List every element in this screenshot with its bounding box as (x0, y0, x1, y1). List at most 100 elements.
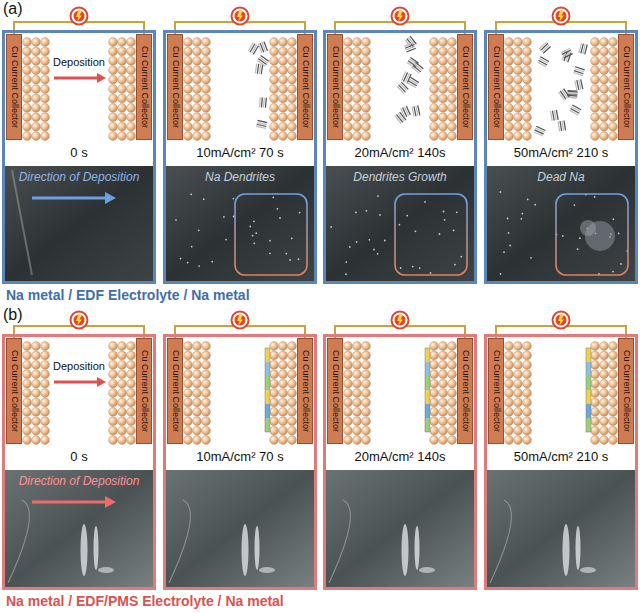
na-atom (109, 47, 118, 56)
na-dendrite (395, 112, 406, 124)
na-atom (270, 436, 279, 445)
battery-core (74, 11, 85, 22)
na-atom (430, 342, 439, 351)
na-atom (127, 351, 136, 360)
na-atom (448, 360, 457, 369)
photo-speckle (175, 219, 177, 221)
na-dendrite (248, 43, 258, 55)
na-atom (591, 103, 600, 112)
photo-speckle (612, 271, 614, 273)
na-atom (127, 66, 136, 75)
dendrite-stroke (404, 43, 413, 47)
na-atom (32, 417, 41, 426)
na-atom (41, 407, 50, 416)
dendrite-stroke (412, 107, 414, 117)
metal-glint (259, 567, 275, 573)
na-atom (353, 398, 362, 407)
time-panel: 10mA/cm² 70 sCu Current CollectorCu Curr… (163, 334, 317, 590)
lightning-bolt (397, 11, 403, 22)
dendrite-stroke (263, 98, 265, 108)
na-atom (109, 379, 118, 388)
na-atom (591, 351, 600, 360)
na-atom (600, 379, 609, 388)
na-atom (193, 113, 202, 122)
na-atom (193, 132, 202, 141)
time-panel: 10mA/cm² 70 sNa DendritesCu Current Coll… (163, 30, 317, 284)
na-atom (362, 370, 371, 379)
na-atom (193, 407, 202, 416)
na-atom (430, 407, 439, 416)
battery-icon (392, 312, 409, 329)
sei-layer (586, 376, 591, 390)
na-atom (523, 38, 532, 47)
na-atom (288, 436, 297, 445)
na-atom (202, 47, 211, 56)
na-atom (118, 351, 127, 360)
na-atom (430, 379, 439, 388)
na-atom (270, 38, 279, 47)
dendrite-stroke (261, 97, 263, 107)
na-atom (448, 85, 457, 94)
current-collector: Cu Current Collector (297, 34, 313, 140)
na-atom (202, 132, 211, 141)
na-atom (202, 417, 211, 426)
na-atom (279, 47, 288, 56)
na-atom (505, 436, 514, 445)
photo-speckle (406, 215, 408, 217)
photo-annotation: Dendrites Growth (328, 170, 472, 185)
collector-label: Cu Current Collector (460, 46, 471, 128)
na-atom (439, 389, 448, 398)
photo-speckle (454, 264, 456, 266)
dendrite-stroke (561, 48, 570, 52)
na-atom (353, 351, 362, 360)
na-atom (23, 56, 32, 65)
na-atom (600, 113, 609, 122)
na-dendrite (539, 42, 550, 53)
na-atom (279, 398, 288, 407)
na-dendrite (575, 79, 583, 90)
lightning-bolt (558, 315, 564, 326)
photo-speckle (198, 229, 200, 231)
na-atom (184, 56, 193, 65)
na-atom (279, 75, 288, 84)
dendrite-stroke (556, 110, 558, 120)
na-atom (523, 75, 532, 84)
sei-outline (265, 348, 270, 432)
na-atom (23, 66, 32, 75)
na-atom (523, 85, 532, 94)
photo-speckle (225, 239, 227, 241)
na-atom (439, 38, 448, 47)
dendrite-stroke (407, 62, 415, 68)
na-atom (600, 436, 609, 445)
na-atom (109, 342, 118, 351)
time-panel: 20mA/cm² 140sDendrites GrowthCu Current … (323, 30, 477, 284)
na-atom (514, 38, 523, 47)
photo-speckle (415, 230, 417, 232)
cell-caption: Na metal / EDF Electrolyte / Na metal (6, 287, 250, 303)
na-atom (32, 94, 41, 103)
na-atom (448, 436, 457, 445)
na-atom (514, 407, 523, 416)
na-atom (344, 407, 353, 416)
na-atom (202, 351, 211, 360)
na-atom (184, 426, 193, 435)
na-atom (600, 132, 609, 141)
na-atom (193, 370, 202, 379)
na-atom (448, 113, 457, 122)
na-atom (127, 398, 136, 407)
time-label: 20mA/cm² 140s (326, 446, 474, 468)
na-atom (353, 66, 362, 75)
na-atom (32, 103, 41, 112)
na-atom (32, 389, 41, 398)
dendrite-stroke (257, 64, 258, 74)
na-atom (439, 132, 448, 141)
current-collector: Cu Current Collector (6, 34, 22, 140)
photo-speckle (613, 218, 615, 220)
na-atom (118, 436, 127, 445)
na-atom (184, 66, 193, 75)
dendrite-stroke (536, 126, 545, 130)
na-dendrite (256, 120, 267, 128)
current-collector: Cu Current Collector (327, 34, 343, 140)
photo (165, 470, 315, 587)
na-dendrite (559, 89, 570, 101)
